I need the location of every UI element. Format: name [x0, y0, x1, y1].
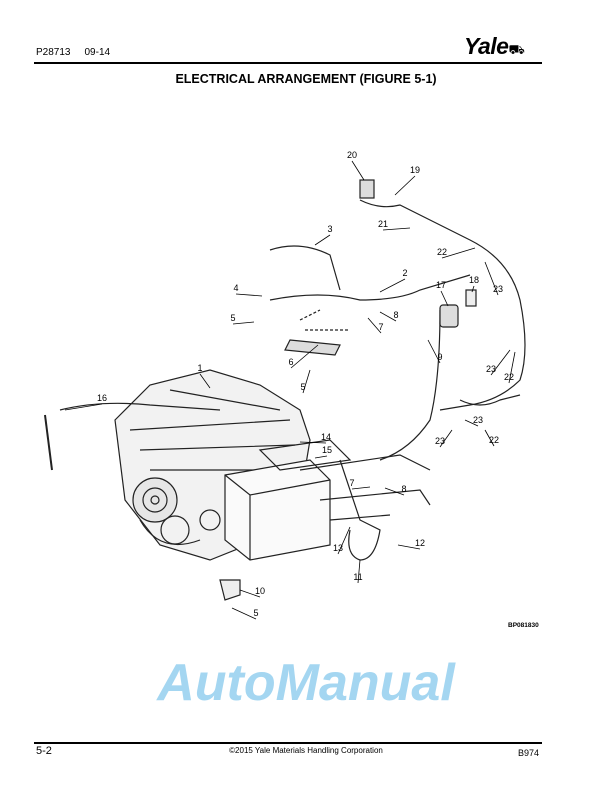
leader-line	[199, 373, 211, 389]
callout-22: 22	[489, 435, 499, 445]
callout-23: 23	[473, 415, 483, 425]
callout-5: 5	[253, 608, 258, 618]
yale-logo: Yale⛟	[464, 33, 525, 59]
callout-23: 23	[435, 436, 445, 446]
callout-11: 11	[353, 572, 362, 582]
page-title: ELECTRICAL ARRANGEMENT (FIGURE 5-1)	[175, 72, 437, 86]
watermark: AutoManual	[155, 654, 456, 712]
leader-line	[239, 589, 261, 598]
leader-line	[484, 429, 495, 447]
callout-19: 19	[410, 165, 420, 175]
leader-line	[302, 369, 311, 394]
callout-7: 7	[349, 478, 354, 488]
leader-line	[464, 419, 479, 427]
callout-6: 6	[288, 357, 293, 367]
leader-line	[397, 544, 421, 550]
leader-line	[337, 526, 351, 555]
leader-line	[235, 293, 263, 297]
callout-18: 18	[469, 275, 479, 285]
leader-line	[351, 486, 371, 490]
leader-line	[351, 160, 365, 181]
leader-line	[439, 429, 453, 448]
leader-line	[290, 344, 319, 369]
callout-10: 10	[255, 586, 265, 596]
doc-date: 09-14	[84, 47, 111, 58]
footer-rule	[34, 742, 542, 744]
callout-17: 17	[436, 280, 446, 290]
callout-15: 15	[322, 445, 332, 455]
copyright: ©2015 Yale Materials Handling Corporatio…	[229, 746, 383, 755]
leader-line	[484, 261, 499, 296]
callout-20: 20	[347, 150, 357, 160]
leader-line	[379, 278, 406, 293]
callout-group: 20 19 3 21 22 18 23 2 17 4 8 5 7 9 6 1 23 22 5 16 23 14 23 22 15…	[64, 150, 516, 620]
callout-23: 23	[493, 284, 503, 294]
leader-line	[64, 403, 103, 411]
callout-3: 3	[327, 224, 332, 234]
leader-line	[382, 227, 411, 231]
callout-16: 16	[97, 393, 107, 403]
callout-21: 21	[378, 219, 388, 229]
callout-22: 22	[437, 247, 447, 257]
callout-5: 5	[230, 313, 235, 323]
callout-7: 7	[378, 322, 383, 332]
leader-line	[471, 285, 475, 293]
callout-12: 12	[415, 538, 425, 548]
leader-line	[490, 349, 511, 376]
leader-line	[357, 559, 361, 584]
leader-line	[427, 339, 441, 364]
leader-line	[440, 290, 449, 307]
footer-code: B974	[518, 748, 540, 758]
callout-1: 1	[197, 363, 202, 373]
callout-9: 9	[437, 352, 442, 362]
leader-line	[441, 247, 476, 259]
leader-line	[231, 607, 257, 620]
callout-13: 13	[333, 543, 343, 553]
callout-22: 22	[504, 372, 514, 382]
leader-line	[299, 441, 327, 444]
doc-number: P28713	[36, 47, 71, 58]
leader-line	[508, 351, 516, 384]
leader-line	[314, 234, 331, 246]
leader-line	[314, 455, 328, 459]
callout-4: 4	[233, 283, 238, 293]
leader-line	[394, 175, 416, 196]
page-number: 5-2	[36, 745, 52, 757]
header-rule	[34, 62, 542, 64]
leader-line	[379, 311, 397, 322]
leader-line	[232, 321, 255, 325]
callout-2: 2	[402, 268, 407, 278]
leader-line	[367, 317, 382, 334]
callout-8: 8	[393, 310, 398, 320]
leader-line	[384, 487, 405, 496]
document-number: P28713 09-14	[36, 47, 124, 58]
callout-23: 23	[486, 364, 496, 374]
figure-code: BP081830	[508, 622, 539, 629]
callout-5: 5	[300, 382, 305, 392]
callout-8: 8	[401, 484, 406, 494]
callout-14: 14	[321, 432, 331, 442]
engine-drawing	[44, 179, 526, 601]
